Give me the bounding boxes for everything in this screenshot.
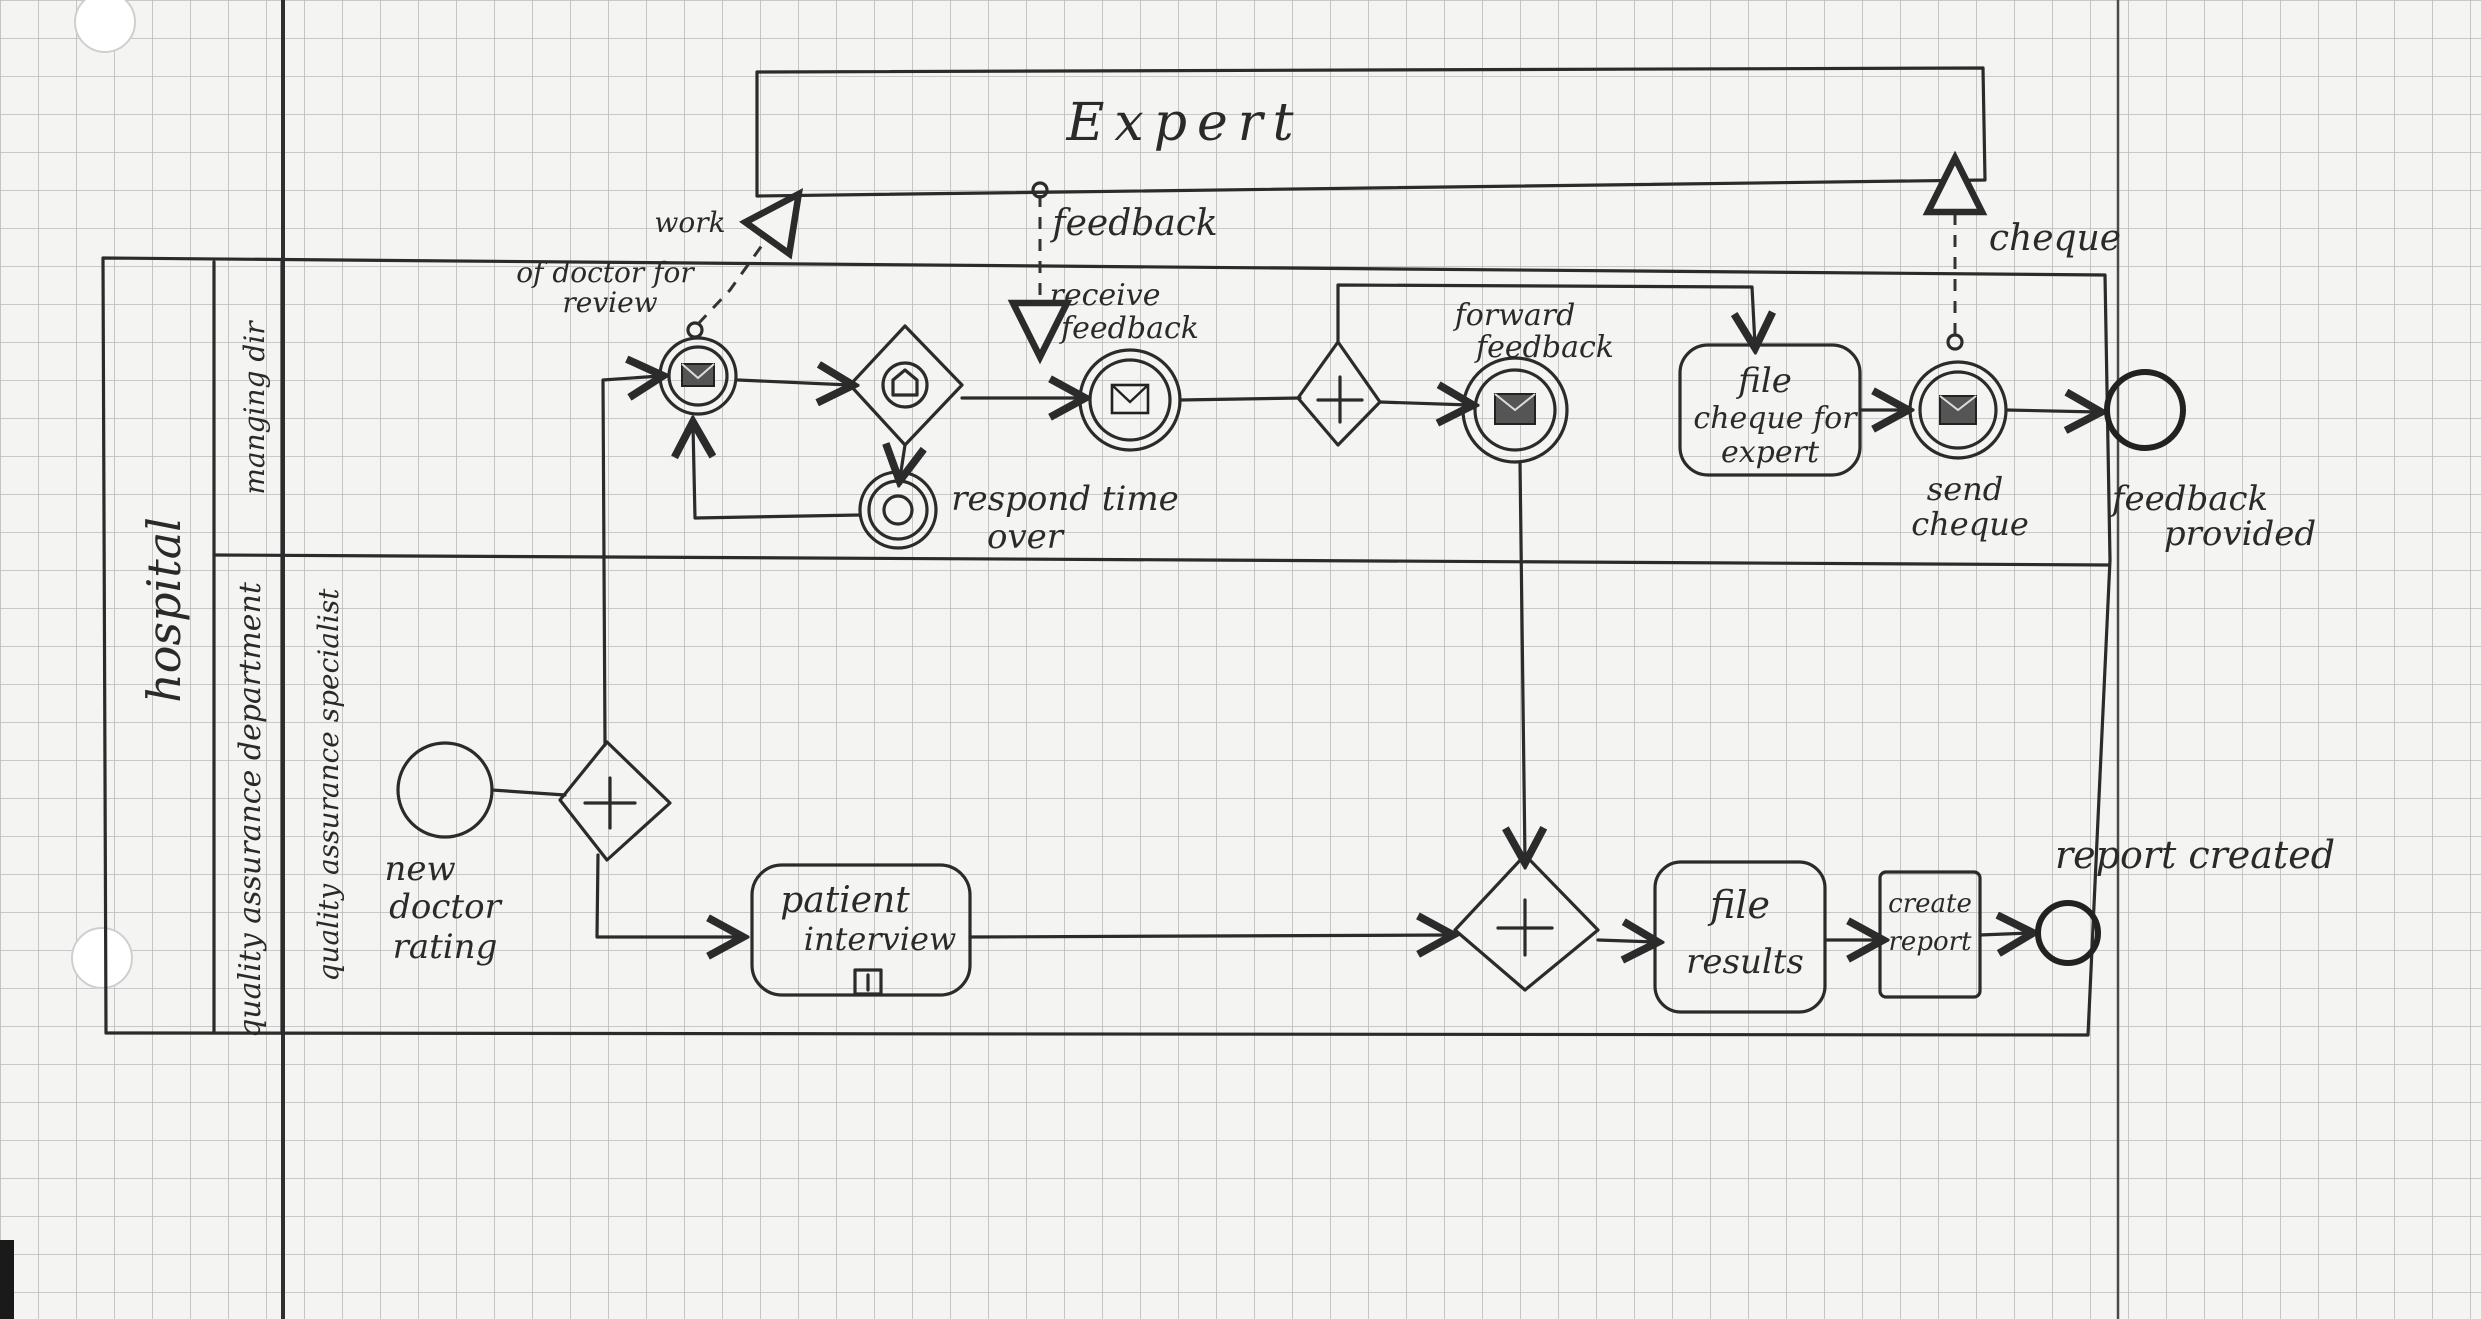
task-create-report: create report [1878,870,1982,999]
svg-text:send: send [1927,470,2003,508]
hospital-pool-label: hospital [137,517,191,703]
svg-text:receive: receive [1050,278,1161,313]
throw-event-send-work [658,321,738,416]
flow-forward-to-join [1520,460,1525,860]
flow-gateway-to-patient-interview [595,853,740,937]
throw-event-send-cheque: send cheque [1908,333,2029,543]
flow-parallel-to-file-cheque [1336,283,1755,345]
flow-send-cheque-to-end [2004,410,2098,412]
lane-label-qa-department: quality assurance department [233,581,268,1038]
label-work-1: work [654,206,725,239]
flow-send-work-to-event-gateway [736,380,850,385]
catch-event-receive-feedback: receive feedback [1050,278,1199,452]
svg-text:file: file [1735,361,1792,401]
svg-text:file: file [1707,883,1770,927]
svg-text:over: over [987,517,1065,557]
message-flow-work [696,188,804,326]
svg-text:doctor: doctor [389,887,502,927]
svg-text:report created: report created [2055,833,2335,877]
label-work-2: of doctor for [516,256,695,289]
parallel-gateway-split [558,740,672,862]
flow-parallel-to-forward [1378,402,1470,405]
svg-text:respond time: respond time [951,479,1178,519]
binder-hole-bottom [71,927,133,989]
parallel-gateway-2 [1296,340,1382,447]
svg-text:create: create [1888,889,1972,919]
svg-text:forward: forward [1453,298,1576,333]
flow-join-to-file-results [1596,940,1655,942]
label-feedback-msg: feedback [1049,203,1217,244]
svg-text:feedback: feedback [1474,330,1614,365]
svg-text:rating: rating [393,927,498,967]
svg-text:report: report [1889,927,1973,957]
svg-text:feedback: feedback [1059,311,1199,346]
flow-receive-to-parallel [1178,396,1302,402]
flow-gateway-to-send-work [601,376,660,747]
svg-text:expert: expert [1721,435,1820,470]
svg-text:new: new [384,849,455,889]
flow-interview-to-join [968,935,1450,937]
end-event-report-created: report created [2035,833,2335,966]
lane-label-qa-specialist: quality assurance specialist [312,588,345,982]
svg-text:cheque for: cheque for [1693,401,1858,436]
flow-start-to-gateway [490,788,567,797]
throw-event-forward-feedback: forward feedback [1453,298,1614,464]
svg-text:patient: patient [780,880,910,921]
flow-timer-loop-back [693,425,862,520]
label-work-3: review [562,286,657,319]
start-event-new-doctor-rating: new doctor rating [384,741,503,967]
svg-text:results: results [1686,942,1804,982]
binder-hole-top [74,0,136,53]
parallel-gateway-join [1453,853,1600,992]
end-event-feedback-provided: feedback provided [2104,369,2316,554]
label-cheque-msg: cheque [1989,218,2121,259]
svg-text:cheque: cheque [1911,505,2029,543]
timer-event-respond-time-over: respond time over [858,470,1179,557]
task-patient-interview: patient interview [750,863,972,997]
task-file-cheque-for-expert: file cheque for expert [1678,343,1862,477]
flow-create-to-end [1978,933,2030,935]
expert-pool-label: Expert [1065,93,1303,153]
task-file-results: file results [1653,860,1827,1014]
paper-edge [0,1240,14,1319]
svg-text:interview: interview [804,920,957,958]
svg-text:feedback: feedback [2109,479,2268,519]
svg-text:provided: provided [2164,514,2316,554]
lane-label-manging-dir: manging dir [238,320,271,495]
hospital-pool: hospital manging dir quality assurance d… [101,256,2112,1038]
